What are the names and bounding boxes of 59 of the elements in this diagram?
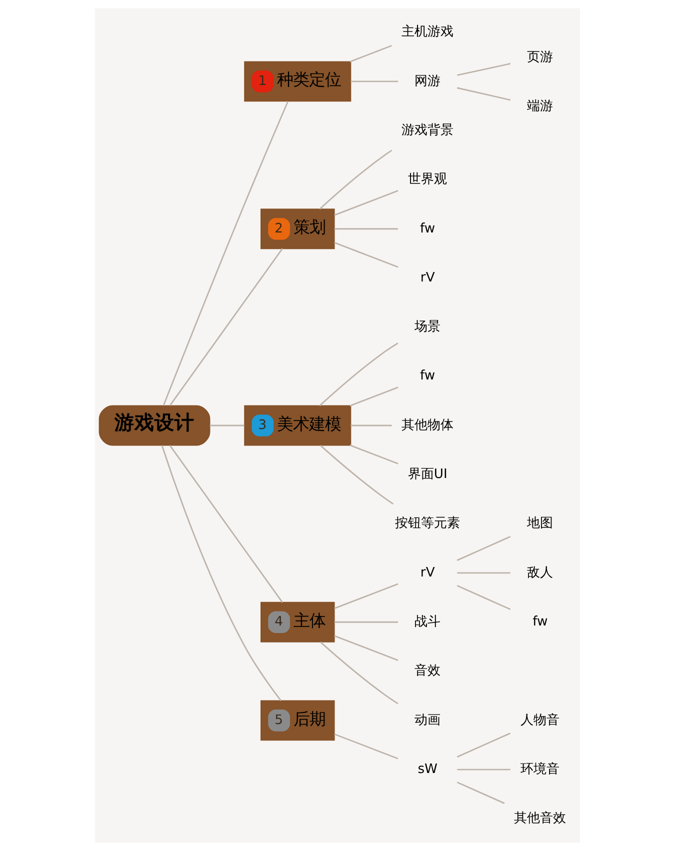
connector — [320, 444, 394, 505]
node-text: 场景 — [414, 320, 440, 335]
connector — [334, 242, 398, 268]
connector — [456, 536, 510, 561]
node-text: 其他物体 — [401, 418, 454, 433]
connector — [456, 782, 504, 804]
node-text: sW — [417, 762, 438, 777]
connector — [334, 583, 398, 610]
connector — [456, 572, 510, 574]
node-box: 5 后期 — [260, 700, 334, 741]
node-text: 动画 — [414, 712, 440, 728]
node-text: 人物音 — [520, 712, 560, 728]
connector — [350, 80, 398, 82]
node-text: 音效 — [414, 664, 440, 679]
connector — [162, 101, 288, 406]
connector — [318, 342, 398, 406]
connector — [320, 642, 398, 704]
connector — [334, 635, 398, 661]
connector — [456, 87, 510, 101]
node-text: 地图 — [526, 516, 553, 532]
node-text: 按钮等元素 — [394, 516, 460, 532]
connector — [334, 228, 398, 230]
connector — [349, 444, 398, 464]
node-text: 主机游戏 — [401, 24, 454, 40]
node-text: 游戏背景 — [401, 122, 454, 138]
node-text: 环境音 — [520, 762, 560, 777]
node-text: 战斗 — [414, 614, 440, 630]
node-text: 界面UI — [407, 467, 447, 482]
connector — [456, 584, 510, 610]
connector — [350, 424, 392, 426]
node-text: fw — [420, 368, 435, 384]
connector — [318, 150, 392, 210]
connector — [349, 386, 398, 406]
connector — [456, 732, 510, 758]
node-box: 3 美术建模 — [244, 405, 351, 446]
node-box: 4 主体 — [260, 602, 334, 642]
connector — [160, 445, 281, 702]
connector — [334, 190, 398, 216]
node-box: 1 种类定位 — [244, 61, 351, 102]
node-text: fw — [420, 221, 435, 236]
connector — [209, 424, 244, 426]
node-text: rV — [420, 270, 434, 286]
node-text: 网游 — [414, 74, 440, 89]
node-text: 端游 — [526, 98, 553, 114]
node-box: 游戏设计 — [98, 405, 210, 446]
connector — [456, 62, 510, 76]
connector — [168, 248, 282, 406]
connector — [334, 621, 398, 623]
connector — [168, 445, 282, 603]
connector — [334, 733, 398, 760]
node-text: 其他音效 — [514, 811, 566, 826]
node-box: 2 策划 — [260, 208, 334, 250]
connector — [456, 768, 510, 770]
connector — [349, 44, 392, 62]
node-text: fw — [532, 614, 548, 630]
node-text: 敌人 — [526, 565, 553, 580]
node-text: 页游 — [526, 50, 553, 65]
node-text: rV — [420, 565, 434, 580]
node-text: 世界观 — [408, 172, 447, 188]
